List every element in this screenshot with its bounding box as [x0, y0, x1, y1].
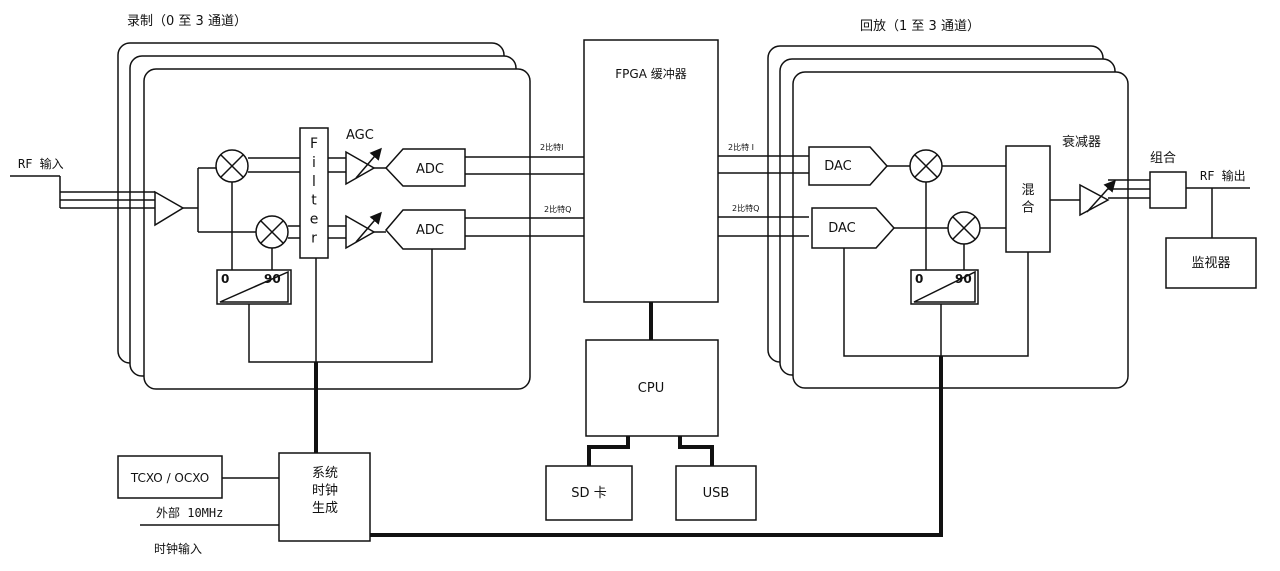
sd-card-block	[545, 465, 633, 521]
fpga-buffer-block	[583, 39, 719, 303]
text-line: t	[311, 193, 317, 209]
tcxo-label: TCXO / OCXO	[130, 471, 209, 485]
fpga-label: FPGA 缓冲器	[615, 66, 686, 81]
text-line: l	[312, 174, 316, 190]
phase-splitter-record	[216, 269, 292, 305]
bits-q-right-label: 2比特Q	[732, 203, 759, 213]
monitor-label: 监视器	[1191, 256, 1230, 271]
rf-input-label: RF 输入	[18, 156, 64, 171]
cpu-label: CPU	[638, 381, 664, 396]
adc-bottom-label: ADC	[416, 223, 444, 238]
adc-top-block	[384, 148, 466, 187]
attenuator-label: 衰减器	[1062, 134, 1101, 150]
text-line: e	[310, 212, 319, 228]
text-line: r	[311, 231, 317, 247]
phase-0-playback-label: 0	[915, 272, 923, 286]
mixer-playback-top-icon	[909, 149, 943, 183]
bits-i-left-label: 2比特I	[540, 142, 563, 152]
mixer-playback-bottom-icon	[947, 211, 981, 245]
bits-i-right-label: 2比特 I	[728, 142, 754, 152]
phase-0-label: 0	[221, 272, 229, 286]
mixer-bottom-icon	[255, 215, 289, 249]
dac-bottom-block	[811, 207, 896, 249]
ext-10mhz-label: 外部 10MHz	[156, 505, 223, 520]
rf-output-label: RF 输出	[1200, 168, 1246, 183]
tcxo-block	[117, 455, 223, 499]
text-line: 时钟	[312, 483, 338, 499]
bits-q-left-label: 2比特Q	[544, 204, 571, 214]
text-line: i	[312, 155, 316, 171]
dac-top-label: DAC	[824, 159, 852, 174]
text-line: 合	[1021, 201, 1034, 216]
text-line: 混	[1021, 183, 1034, 198]
phase-90-label: 90	[264, 272, 281, 286]
mix-block	[1005, 145, 1051, 253]
mixer-top-icon	[215, 149, 249, 183]
system-clock-label: 系统时钟生成	[312, 466, 338, 516]
clock-input-label: 时钟输入	[154, 541, 202, 556]
text-line: F	[310, 136, 318, 152]
attenuator-icon	[1079, 183, 1110, 217]
text-line: 生成	[312, 501, 338, 516]
monitor-block	[1165, 237, 1257, 289]
playback-title: 回放（1 至 3 通道）	[860, 19, 980, 34]
agc-amplifier-top-icon	[345, 150, 376, 186]
system-clock-block	[278, 452, 371, 542]
dac-bottom-label: DAC	[828, 221, 856, 236]
phase-90-playback-label: 90	[955, 272, 972, 286]
cpu-block	[585, 339, 719, 437]
usb-label: USB	[703, 486, 730, 501]
agc-amplifier-bottom-icon	[345, 214, 376, 250]
text-line: 系统	[312, 466, 338, 481]
combine-label: 组合	[1150, 151, 1176, 166]
combine-block	[1149, 171, 1187, 209]
record-title: 录制（0 至 3 通道）	[127, 14, 247, 29]
adc-bottom-block	[385, 209, 466, 250]
adc-top-label: ADC	[416, 162, 444, 177]
agc-label: AGC	[346, 128, 374, 143]
sd-card-label: SD 卡	[571, 486, 606, 501]
rf-input-lines	[10, 175, 155, 209]
dac-top-block	[808, 146, 889, 186]
mix-label: 混合	[1021, 183, 1034, 216]
usb-block	[675, 465, 757, 521]
filter-block	[299, 127, 329, 259]
lna-amplifier-icon	[154, 190, 185, 227]
phase-splitter-playback	[910, 269, 979, 305]
